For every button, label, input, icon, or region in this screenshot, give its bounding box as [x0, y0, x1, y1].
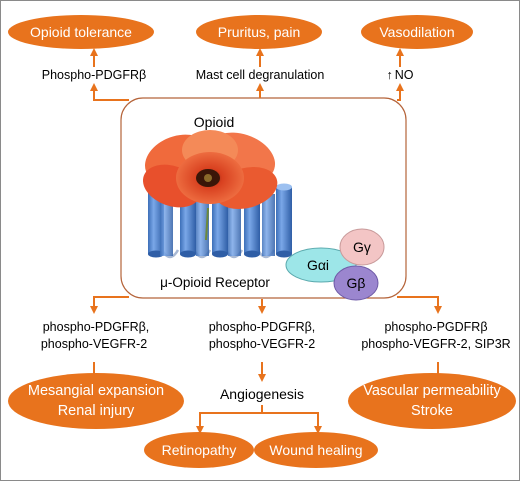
- angiogenesis-label: Angiogenesis: [220, 386, 304, 402]
- oval-pruritus-pain: Pruritus, pain: [196, 15, 322, 49]
- no-label: NO: [395, 68, 414, 82]
- right-mechanism-line1: phospho-PGDFRβ: [384, 320, 487, 334]
- oval-label: Retinopathy: [162, 442, 237, 458]
- oval-label-line1: Vascular permeability: [363, 383, 501, 399]
- g-gamma-subunit: [339, 228, 385, 266]
- arrow-to-phospho: [90, 83, 129, 101]
- oval-label: Vasodilation: [379, 24, 454, 40]
- receptor-label: μ-Opioid Receptor: [160, 275, 270, 290]
- oval-retinopathy: Retinopathy: [144, 432, 254, 468]
- oval-label: Pruritus, pain: [218, 24, 300, 40]
- oval-label-line1: Mesangial expansion: [28, 383, 164, 399]
- opioid-title: Opioid: [194, 114, 234, 130]
- mechanism-phospho-pdgfrb: Phospho-PDGFRβ: [42, 68, 146, 82]
- arrow-to-right-mechanism: [397, 296, 442, 314]
- left-mechanism-line1: phospho-PDGFRβ,: [43, 320, 150, 334]
- right-mechanism-line2: phospho-VEGFR-2, SIP3R: [361, 337, 510, 351]
- oval-label-line2: Stroke: [411, 403, 453, 419]
- left-mechanism-line2: phospho-VEGFR-2: [41, 337, 147, 351]
- oval-vascular-stroke: Vascular permeability Stroke: [348, 373, 516, 429]
- oval-label: Opioid tolerance: [30, 24, 132, 40]
- middle-mechanism-line1: phospho-PDGFRβ,: [209, 320, 316, 334]
- oval-vasodilation: Vasodilation: [361, 15, 473, 49]
- oval-opioid-tolerance: Opioid tolerance: [8, 15, 154, 49]
- arrow-to-left-mechanism: [90, 296, 129, 314]
- g-protein-complex: Gαi Gγ Gβ: [285, 228, 385, 301]
- g-beta-label: Gβ: [347, 275, 366, 291]
- mechanism-no: ↑NO: [387, 68, 414, 82]
- arrow-to-no: [396, 83, 404, 101]
- arrow-to-wound-healing: [262, 412, 322, 434]
- top-arrows: [90, 48, 404, 101]
- oval-label: Wound healing: [269, 442, 362, 458]
- oval-label-line2: Renal injury: [58, 403, 135, 419]
- poppy-flower-icon: [142, 130, 278, 241]
- oval-wound-healing: Wound healing: [254, 432, 378, 468]
- middle-mechanism-line2: phospho-VEGFR-2: [209, 337, 315, 351]
- oval-mesangial-renal: Mesangial expansion Renal injury: [8, 373, 184, 429]
- g-beta-subunit: [333, 265, 379, 301]
- up-arrow-icon: ↑: [387, 68, 393, 82]
- mechanism-mast-cell: Mast cell degranulation: [196, 68, 325, 82]
- g-gamma-label: Gγ: [353, 239, 371, 255]
- g-alpha-label: Gαi: [307, 257, 329, 273]
- arrow-to-retinopathy: [196, 405, 263, 434]
